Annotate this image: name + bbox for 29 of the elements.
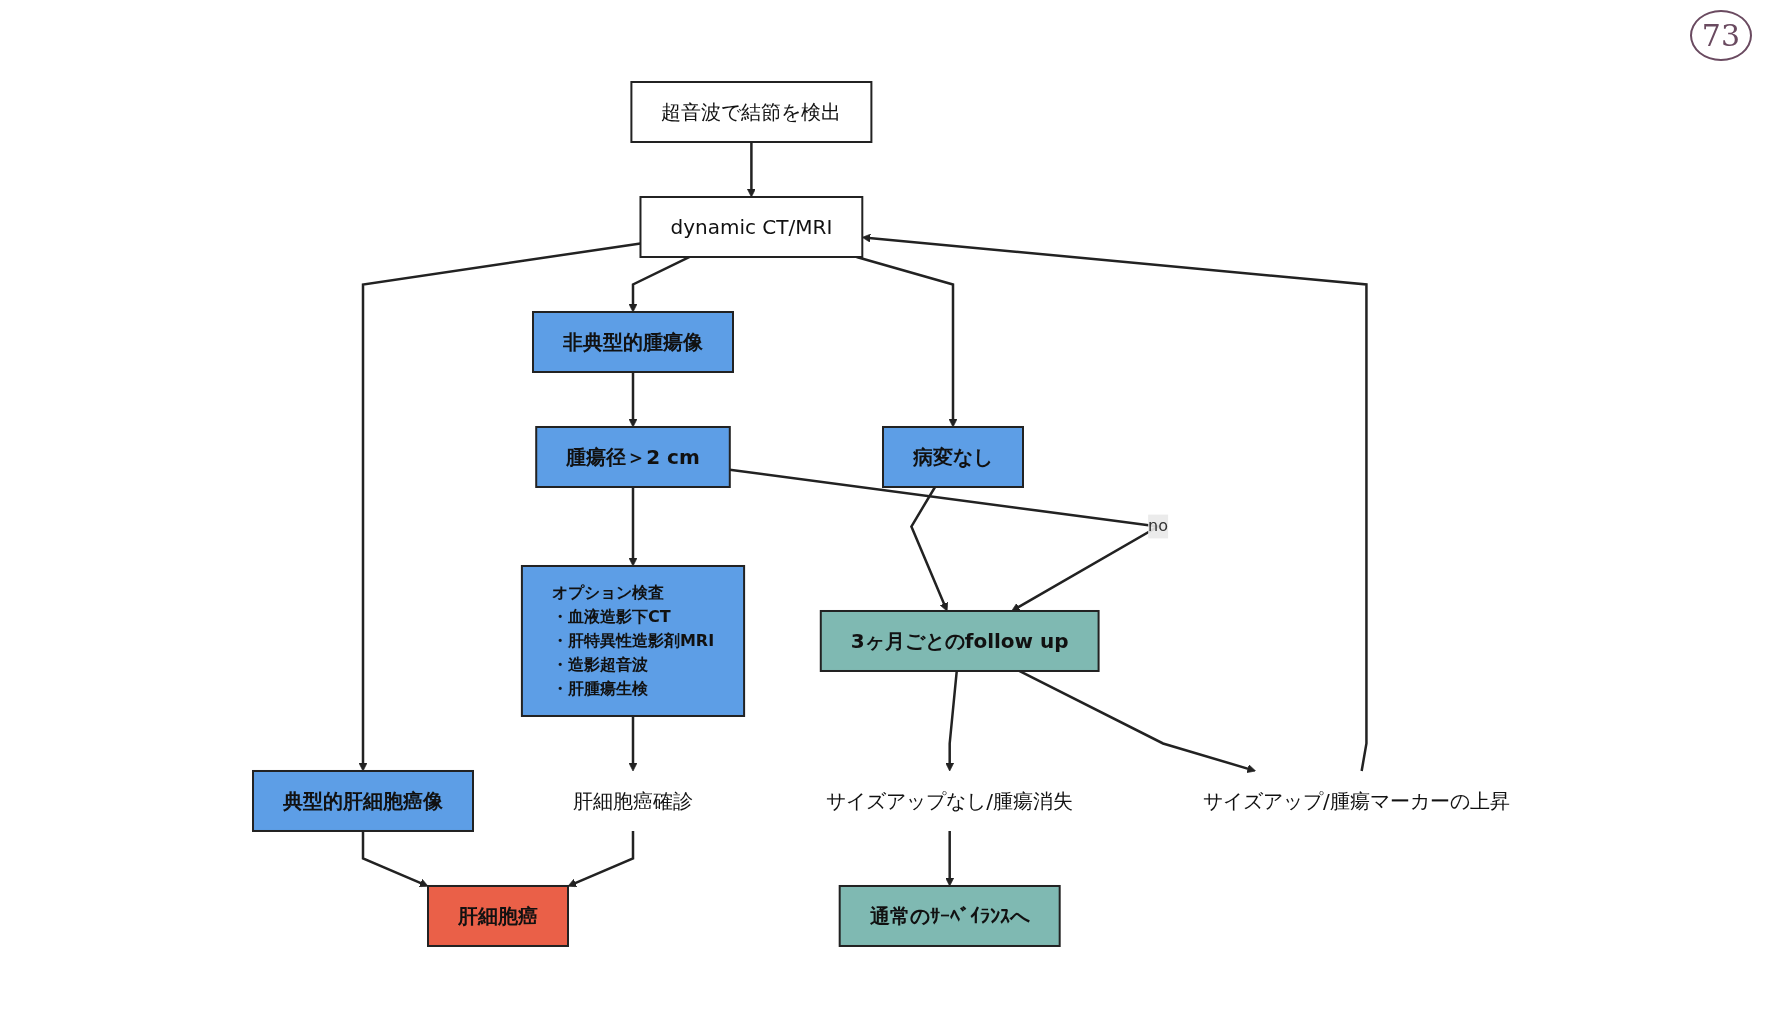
node-box: 通常のｻｰﾍﾞｲﾗﾝｽへ xyxy=(838,884,1061,947)
arrow xyxy=(861,233,1368,771)
arrow xyxy=(567,830,634,887)
node-text: サイズアップなし/腫瘍消失 xyxy=(825,788,1073,813)
node-box: 病変なし xyxy=(881,425,1024,488)
arrow xyxy=(628,371,637,427)
arrow xyxy=(361,830,428,887)
edge-label: no xyxy=(1147,515,1168,535)
arrow xyxy=(1018,669,1256,773)
node-box: 典型的肝細胞癌像 xyxy=(251,769,474,832)
node-box: 腫瘍径＞2 cm xyxy=(534,425,731,488)
node-text: 肝細胞癌確診 xyxy=(572,788,693,813)
arrow xyxy=(855,255,957,427)
node-box: 肝細胞癌 xyxy=(426,884,569,947)
arrow xyxy=(944,830,954,886)
arrow xyxy=(358,241,641,771)
arrow xyxy=(944,670,958,771)
node-box: 3ヶ月ごとのfollow up xyxy=(819,609,1100,672)
node-box: 超音波で結節を検出 xyxy=(630,80,872,143)
arrow xyxy=(628,486,637,566)
arrow xyxy=(746,141,756,197)
node-text: サイズアップ/腫瘍マーカーの上昇 xyxy=(1202,788,1510,813)
node-box: dynamic CT/MRI xyxy=(639,195,863,258)
arrow xyxy=(909,485,948,611)
node-box: オプション検査 ・血液造影下CT ・肝特異性造影剤MRI ・造影超音波 ・肝腫瘍生検 xyxy=(520,564,745,717)
node-box: 非典型的腫瘍像 xyxy=(531,310,734,373)
arrow xyxy=(628,255,690,312)
arrow xyxy=(628,715,637,771)
handwritten-page-number: 73 xyxy=(1689,10,1752,61)
